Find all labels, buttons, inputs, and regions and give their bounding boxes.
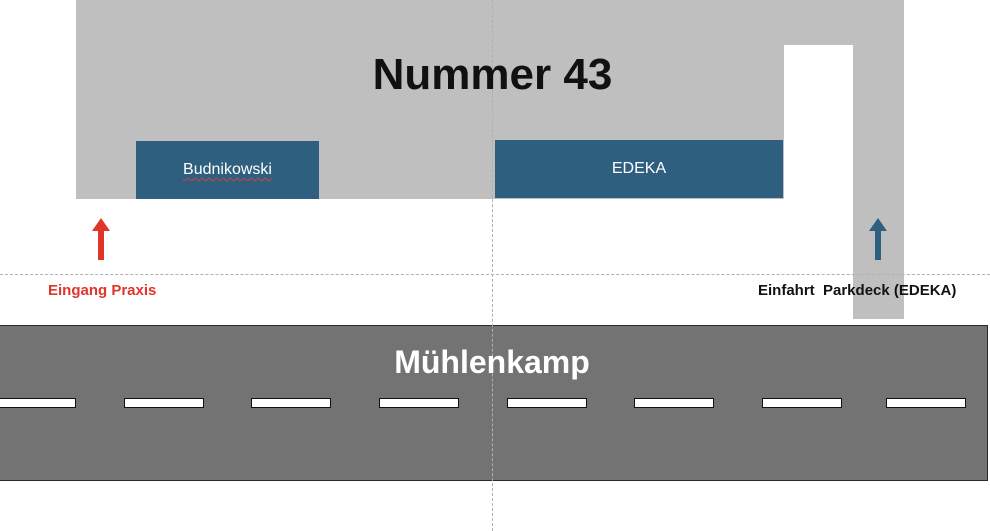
road-lane-dash	[634, 398, 714, 408]
label-eingang-praxis: Eingang Praxis	[48, 282, 157, 299]
road-lane-dash	[0, 398, 76, 408]
shop-edeka: EDEKA	[495, 140, 783, 198]
parking-arrow-up-icon	[869, 218, 887, 260]
entrance-arrow-up-icon	[92, 218, 110, 260]
building-title: Nummer 43	[372, 50, 613, 99]
label-einfahrt-parkdeck: Einfahrt Parkdeck (EDEKA)	[758, 282, 956, 299]
road-lane-dash	[762, 398, 842, 408]
label-einfahrt-parkdeck-text: Einfahrt Parkdeck (EDEKA)	[758, 282, 957, 299]
road-name: Mühlenkamp	[394, 344, 590, 380]
road-lane-dash	[507, 398, 587, 408]
guide-line-horizontal	[0, 274, 990, 275]
parking-ramp-gap	[784, 45, 853, 199]
road-lane-dash	[251, 398, 331, 408]
road-lane-dash	[124, 398, 204, 408]
road-lane-dash	[379, 398, 459, 408]
guide-line-vertical	[492, 0, 493, 531]
shop-edeka-label: EDEKA	[611, 160, 667, 177]
road-lane-dash	[886, 398, 966, 408]
shop-budnikowski: Budnikowski	[136, 141, 319, 199]
shop-budnikowski-label: Budnikowski	[183, 161, 272, 178]
